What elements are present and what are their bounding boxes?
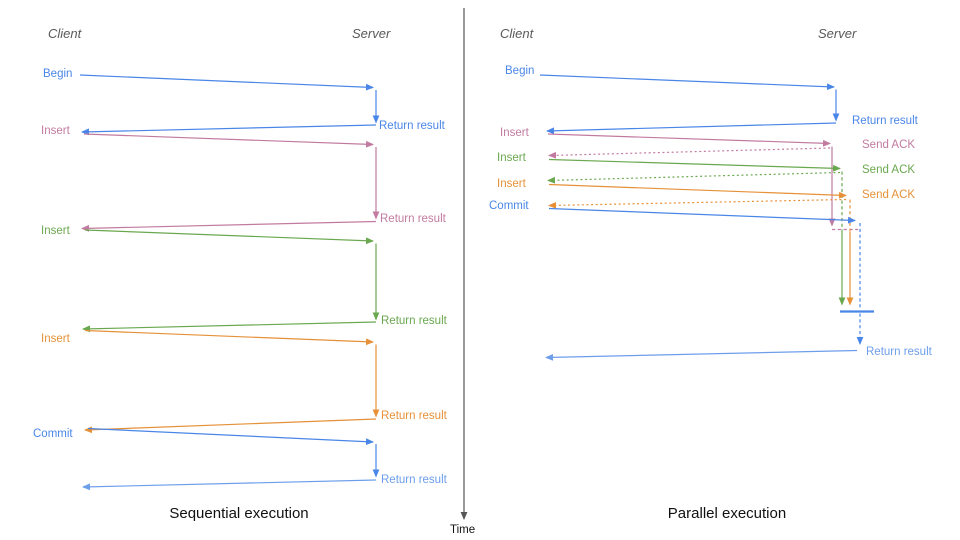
par-server-header: Server (818, 26, 857, 41)
seq-server-header: Server (352, 26, 391, 41)
seq-begin-return-label: Return result (379, 120, 445, 132)
par-begin-label: Begin (505, 65, 535, 77)
seq-begin-return-arrow (81, 124, 377, 136)
seq-commit-request-arrow (87, 427, 374, 446)
par-insert3-ack-arrow (548, 198, 847, 209)
seq-insert2-request-arrow (84, 229, 374, 245)
seq-insert2-return-arrow (82, 321, 377, 333)
par-insert2-ack-arrow (547, 171, 841, 184)
par-insert2-request-arrow (548, 158, 841, 172)
seq-insert3-label: Insert (41, 333, 70, 345)
seq-insert1-request-arrow (83, 133, 374, 148)
seq-insert3-return-arrow (84, 418, 377, 434)
par-insert1-label: Insert (500, 127, 529, 139)
sequential-panel-arrows (79, 74, 380, 491)
par-insert2-ack-label: Send ACK (862, 164, 916, 176)
seq-commit-return-label: Return result (381, 474, 447, 486)
par-begin-request-arrow (539, 74, 835, 91)
par-insert3-ack-label: Send ACK (862, 189, 916, 201)
seq-insert1-return-arrow (81, 220, 377, 232)
parallel-caption: Parallel execution (667, 505, 787, 522)
par-client-header: Client (500, 26, 534, 41)
par-commit-label: Commit (489, 200, 529, 212)
par-insert1-ack-arrow (548, 147, 831, 159)
par-insert3-label: Insert (497, 178, 526, 190)
par-insert2-label: Insert (497, 152, 526, 164)
seq-insert1-return-label: Return result (380, 213, 446, 225)
par-insert3-request-arrow (548, 183, 847, 199)
par-insert1-request-arrow (547, 133, 831, 147)
seq-insert2-label: Insert (41, 225, 70, 237)
seq-begin-label: Begin (43, 68, 73, 80)
sequential-caption: Sequential execution (169, 505, 309, 522)
par-begin-return-arrow (546, 122, 837, 135)
parallel-panel-arrows (539, 74, 874, 361)
par-insert1-ack-label: Send ACK (862, 139, 916, 151)
seq-commit-return-arrow (82, 479, 377, 491)
seq-commit-label: Commit (33, 428, 73, 440)
time-axis-label: Time (450, 524, 476, 536)
par-begin-return-label: Return result (852, 115, 918, 127)
seq-client-header: Client (48, 26, 82, 41)
seq-insert1-label: Insert (41, 125, 70, 137)
seq-insert2-return-label: Return result (381, 315, 447, 327)
par-commit-request-arrow (548, 207, 856, 224)
par-commit-return-arrow (545, 349, 858, 361)
seq-insert3-return-label: Return result (381, 410, 447, 422)
par-commit-return-label: Return result (866, 346, 932, 358)
seq-begin-request-arrow (79, 74, 374, 91)
seq-insert3-request-arrow (84, 329, 374, 346)
